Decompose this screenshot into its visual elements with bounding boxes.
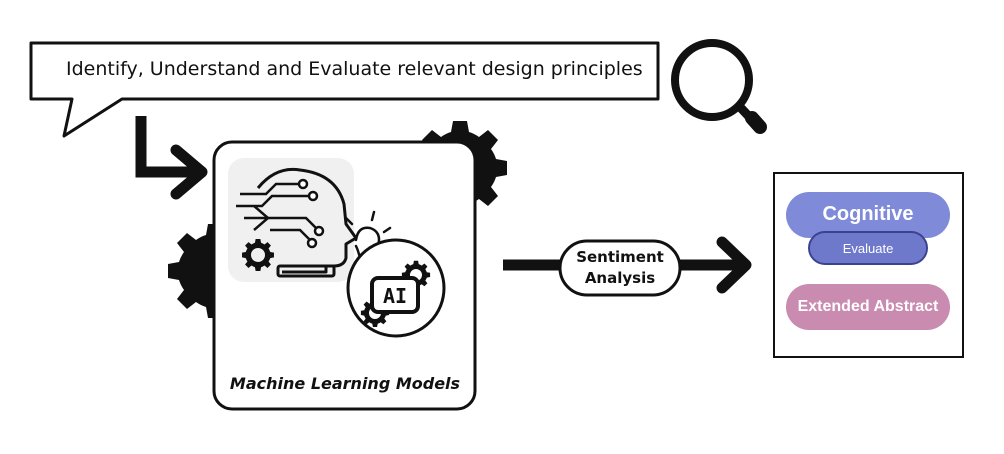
magnifier-icon bbox=[671, 39, 767, 134]
evaluate-pill bbox=[808, 231, 928, 265]
ml-models-title: Machine Learning Models bbox=[229, 374, 461, 393]
ai-chip-icon: AI bbox=[346, 238, 446, 338]
sentiment-line-2: Analysis bbox=[584, 269, 656, 287]
sentiment-pill bbox=[558, 239, 682, 297]
ai-chip-label: AI bbox=[383, 284, 407, 308]
sentiment-label: Sentiment Analysis bbox=[560, 241, 680, 295]
speech-bubble bbox=[29, 41, 660, 138]
evaluate-label: Evaluate bbox=[842, 241, 894, 256]
extended-abstract-pill bbox=[786, 284, 950, 330]
cognitive-label: Cognitive bbox=[822, 203, 914, 225]
speech-text: Identify, Understand and Evaluate releva… bbox=[66, 58, 643, 80]
ai-head-icon bbox=[228, 158, 358, 282]
sentiment-line-1: Sentiment bbox=[576, 248, 664, 266]
arrow-icon bbox=[135, 116, 208, 200]
extended-abstract-label: Extended Abstract bbox=[797, 298, 939, 315]
cognitive-pill bbox=[786, 192, 950, 238]
